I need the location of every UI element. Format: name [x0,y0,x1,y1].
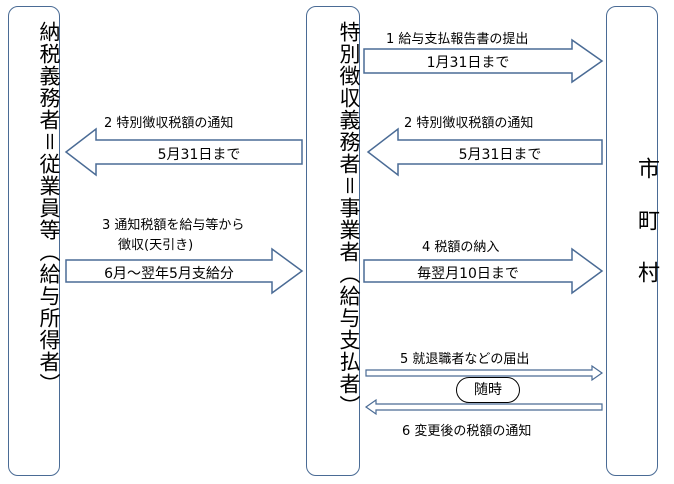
arrow-3-label-line2: 徴収(天引き) [118,238,194,253]
arrow-3-label-line1: 3 通知税額を給与等から [102,218,245,233]
arrow-2-left-text: 5月31日まで [157,147,241,163]
withholding-agent-box: 特別徴収義務者＝事業者（給与支払者） [306,6,361,476]
taxpayer-box: 納税義務者＝従業員等（給与所得者） [8,6,61,476]
arrow-2-right-label: 2 特別徴収税額の通知 [404,116,534,131]
arrow-4-label: 4 税額の納入 [422,240,500,255]
arrow-5-label: 5 就退職者などの届出 [400,352,530,367]
municipality-box: 市町村 [606,6,659,476]
arrow-2-left-lower [64,127,303,177]
taxpayer-label: 納税義務者＝従業員等（給与所得者） [37,21,61,395]
arrow-6-label: 6 変更後の税額の通知 [402,424,532,439]
municipality-label: 市町村 [634,157,659,313]
timing-badge: 随時 [456,377,520,403]
arrow-2-left-upper [366,127,603,177]
arrow-2-right-text: 5月31日まで [458,147,542,163]
arrow-1-label: 1 給与支払報告書の提出 [386,32,529,47]
arrow-2-left-label: 2 特別徴収税額の通知 [104,116,234,131]
arrow-6-left [364,398,603,416]
arrow-3-text: 6月～翌年5月支給分 [104,266,234,282]
arrow-4-right [363,247,604,295]
arrow-1-right [363,38,604,84]
arrow-3-right [65,247,304,295]
arrow-1-text: 1月31日まで [426,55,510,71]
arrow-4-text: 毎翌月10日まで [417,266,519,282]
arrow-5-right [365,364,604,382]
withholding-agent-label: 特別徴収義務者＝事業者（給与支払者） [337,21,361,417]
